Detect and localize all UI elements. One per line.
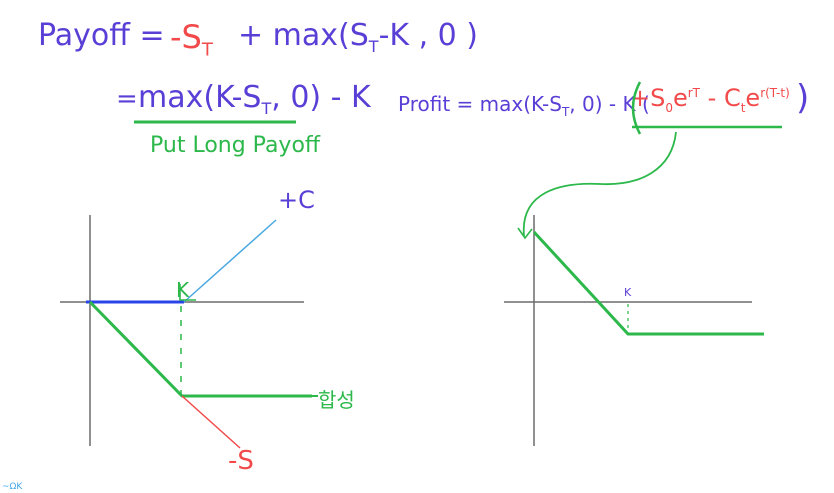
put-long-payoff-label: Put Long Payoff [150,133,321,158]
left-k-arrow [179,284,196,301]
green-open-paren [631,81,642,135]
left-green-payoff [88,300,312,398]
left-call-line [183,219,277,303]
left-red-minus-s [181,395,241,449]
label-plus-c: +C [278,186,315,214]
put-payoff-formula: max(K-ST, 0) - K [138,80,371,118]
payoff-max-term: + max(ST-K , 0 ) [238,18,478,56]
payoff-label: Payoff = [38,18,165,53]
profit-close-paren: ) [796,78,810,118]
logo: ~ΩK [2,482,23,492]
label-k-right: K [624,286,632,299]
profit-formula: Profit = max(K-ST, 0) - K ( [398,92,650,119]
label-korean: 합성 [318,388,355,412]
connector-curve [522,131,677,237]
connector-arrowhead [517,227,533,240]
payoff-minus-st: -ST [170,18,213,61]
equals-sign: = [116,84,138,114]
right-green-profit [532,230,764,336]
label-minus-s: -S [228,446,254,476]
